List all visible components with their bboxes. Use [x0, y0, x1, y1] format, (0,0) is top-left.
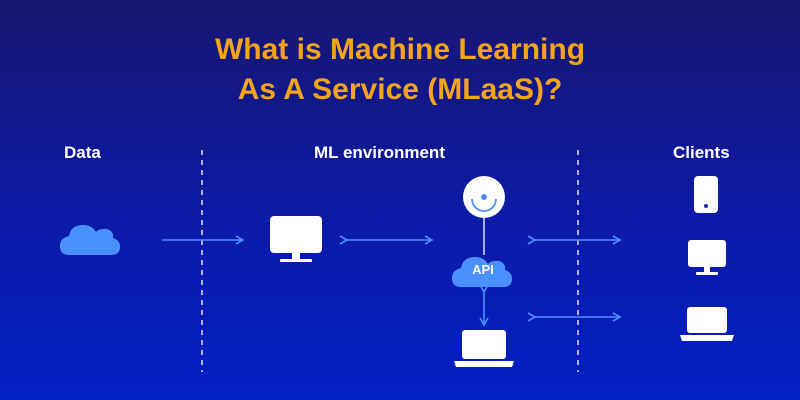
laptop-icon — [454, 330, 514, 367]
title-line-2: As A Service (MLaaS)? — [237, 73, 563, 106]
client-monitor-icon — [688, 240, 726, 275]
title-line-1: What is Machine Learning — [214, 33, 586, 66]
api-label: API — [472, 262, 494, 277]
clients-column-label: Clients — [673, 143, 730, 162]
cloud-icon — [60, 225, 120, 255]
client-laptop-icon — [680, 307, 734, 341]
smartphone-icon — [694, 176, 718, 213]
data-column-label: Data — [64, 143, 101, 162]
ml-environment-column-label: ML environment — [314, 143, 445, 162]
monitor-icon — [270, 216, 322, 262]
model-disc-icon — [463, 176, 505, 218]
api-cloud-icon — [452, 257, 512, 287]
page-title: What is Machine Learning As A Service (M… — [0, 30, 800, 110]
